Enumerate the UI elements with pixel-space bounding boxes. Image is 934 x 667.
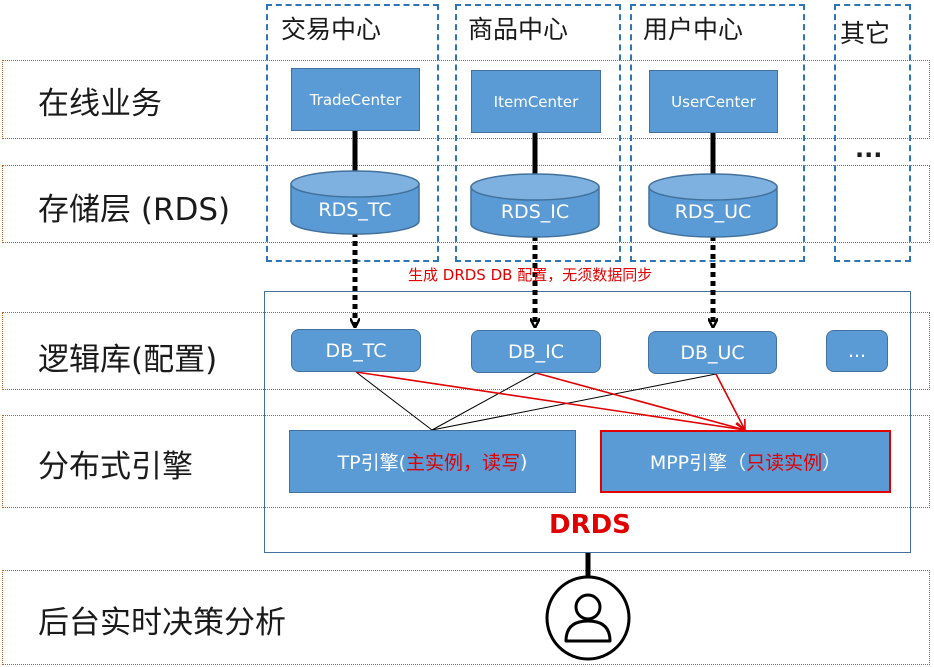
- arrow-dbuc-mpp: [715, 373, 745, 430]
- cylinder-rds-trade: [290, 170, 420, 235]
- mpp-engine-suffix: ）: [822, 452, 842, 474]
- arrow-dbic-mpp: [535, 372, 745, 430]
- drds-frame: [264, 291, 911, 553]
- column-user: [630, 4, 805, 262]
- arrow-dbtc-mpp: [355, 371, 745, 430]
- layer-label-storage: 存储层 (RDS): [38, 192, 231, 228]
- column-title-item: 商品中心: [468, 10, 569, 46]
- rds-trade-label: RDS_TC: [318, 199, 392, 221]
- column-title-user: 用户中心: [643, 10, 744, 46]
- tp-engine: TP引擎(主实例，读写): [289, 430, 576, 493]
- rds-user-label: RDS_UC: [674, 201, 752, 223]
- line-dbuc-tp: [431, 373, 717, 431]
- column-title-trade: 交易中心: [281, 10, 382, 46]
- layer-online: [2, 60, 930, 139]
- column-item: [455, 4, 621, 262]
- db-trade: DB_TC: [291, 329, 421, 372]
- service-trade-center: TradeCenter: [291, 68, 420, 131]
- sync-note: 生成 DRDS DB 配置，无须数据同步: [408, 266, 653, 284]
- mpp-engine-prefix: MPP引擎（: [649, 452, 747, 474]
- mpp-engine: MPP引擎（只读实例）: [600, 430, 891, 493]
- db-user: DB_UC: [648, 331, 777, 374]
- user-icon: [545, 575, 631, 661]
- drds-label: DRDS: [549, 510, 631, 540]
- layer-logical: [2, 312, 930, 390]
- service-item-center: ItemCenter: [471, 70, 601, 133]
- rds-item-label: RDS_IC: [500, 201, 570, 223]
- db-other: ...: [826, 330, 888, 372]
- service-user-center: UserCenter: [649, 70, 778, 133]
- tp-engine-suffix: ): [520, 450, 528, 473]
- line-dbtc-tp: [355, 371, 433, 431]
- layer-engine: [2, 415, 930, 508]
- layer-analysis: [2, 570, 930, 665]
- cylinder-rds-user: [648, 173, 778, 238]
- column-other: [834, 4, 911, 262]
- db-item: DB_IC: [471, 330, 601, 373]
- tp-engine-prefix: TP引擎(: [337, 452, 407, 474]
- tp-engine-role: 主实例，读写: [406, 452, 521, 474]
- column-title-other: 其它: [840, 14, 891, 50]
- layer-label-analysis: 后台实时决策分析: [38, 605, 286, 641]
- line-dbic-tp: [431, 372, 537, 431]
- mpp-engine-role: 只读实例: [746, 452, 823, 474]
- service-other-ellipsis: ...: [855, 135, 883, 163]
- layer-label-engine: 分布式引擎: [38, 449, 193, 485]
- layer-label-logical: 逻辑库(配置): [38, 342, 218, 378]
- layer-label-online: 在线业务: [38, 86, 162, 122]
- cylinder-rds-item: [470, 173, 600, 238]
- layer-storage: [2, 165, 930, 243]
